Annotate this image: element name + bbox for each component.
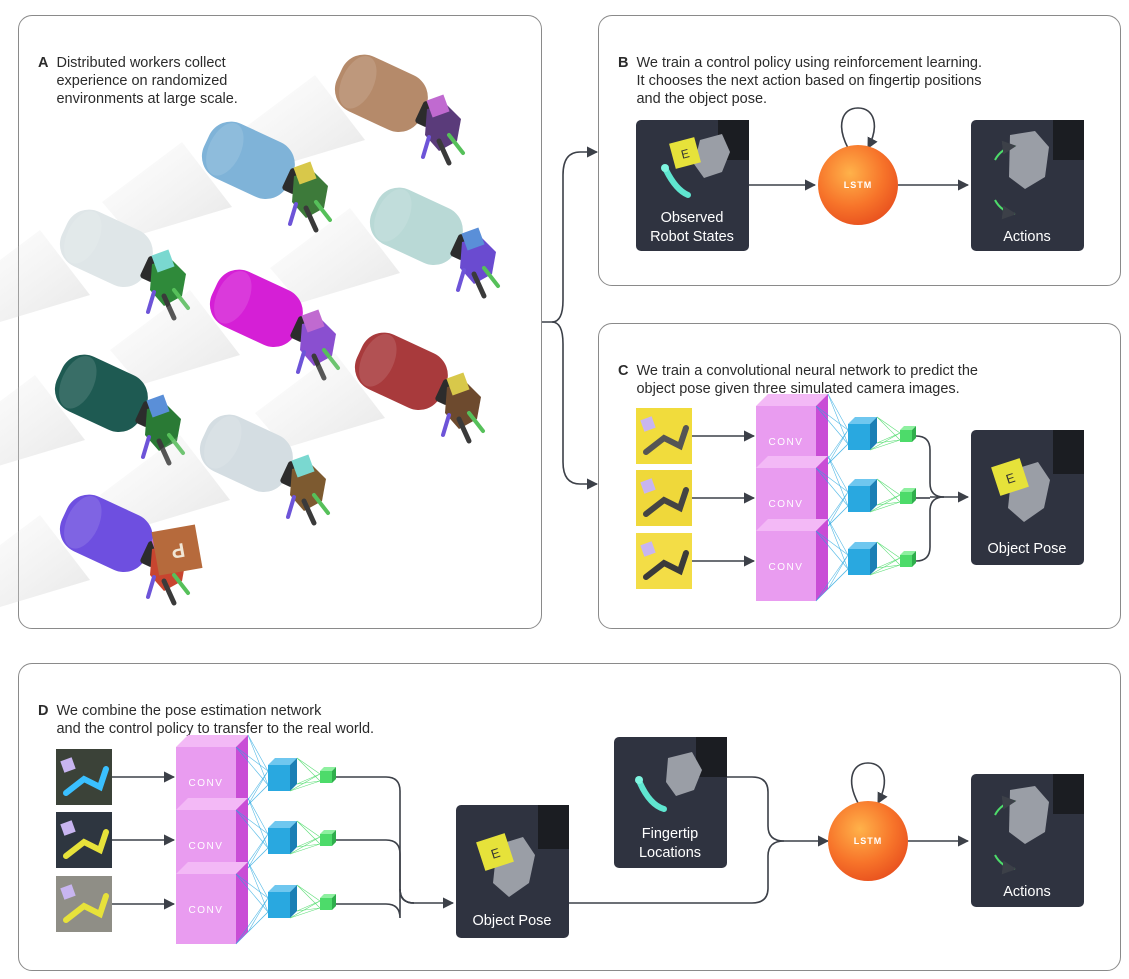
robot-arm	[235, 54, 465, 170]
fan-lines	[289, 757, 321, 792]
fan-lines	[815, 518, 849, 602]
object-pose-card-c: E Object Pose	[971, 430, 1084, 565]
observed-robot-states-card: E Observed Robot States	[636, 120, 749, 251]
fan-lines	[815, 455, 849, 539]
output-layer-block	[900, 488, 916, 504]
object-pose-card-d: E Object Pose	[456, 805, 569, 938]
lstm-node-b: LSTM	[818, 107, 898, 225]
lstm-node-d: LSTM	[828, 762, 908, 881]
lstm-label-d: LSTM	[854, 836, 883, 846]
dense-layer-block	[848, 417, 877, 450]
branch-connector	[542, 146, 599, 490]
camera-thumbnail	[56, 749, 112, 805]
object-pose-label-c: Object Pose	[988, 541, 1067, 557]
robot-arm	[100, 414, 330, 530]
conv-label: CONV	[769, 437, 804, 448]
actions-card-d: Actions	[971, 774, 1084, 907]
panel-b-title: B We train a control policy using reinfor…	[618, 36, 982, 108]
robot-hand-icon: E	[661, 120, 749, 198]
camera-thumbnail	[636, 470, 692, 526]
output-layer-block	[320, 830, 336, 846]
actions-label-b: Actions	[1003, 229, 1051, 245]
panel-c-text: We train a convolutional neural network …	[636, 363, 978, 397]
fan-lines	[235, 797, 269, 881]
fingertip-locations-card: Fingertip Locations	[614, 737, 727, 868]
merge-line	[336, 888, 415, 919]
panel-c-title: C We train a convolutional neural network…	[618, 344, 978, 398]
conv-row-3: CONV	[636, 518, 916, 602]
fan-lines	[289, 884, 321, 919]
camera-thumbnail	[56, 876, 112, 932]
merge-line	[915, 496, 945, 562]
panel-d-title: D We combine the pose estimation network …	[38, 684, 374, 738]
svg-text:E: E	[680, 146, 691, 162]
dense-layer-block	[848, 479, 877, 512]
conv-label: CONV	[769, 499, 804, 510]
panel-b-text: We train a control policy using reinforc…	[636, 55, 982, 107]
dense-layer-block	[268, 758, 297, 791]
conv-label: CONV	[189, 841, 224, 852]
output-layer-block	[900, 426, 916, 442]
object-pose-label-d: Object Pose	[473, 913, 552, 929]
conv-row-2: CONV	[56, 797, 336, 881]
panel-d-text: We combine the pose estimation network a…	[56, 703, 375, 737]
fan-lines	[869, 478, 901, 513]
camera-thumbnail	[636, 408, 692, 464]
fingertip-label-line2: Locations	[639, 845, 701, 861]
cnn-network-d: CONV CONV CONV	[56, 734, 455, 945]
camera-thumbnail	[636, 533, 692, 589]
dense-layer-block	[268, 885, 297, 918]
fingertip-label-line1: Fingertip	[642, 826, 698, 842]
lstm-loop-b	[840, 107, 878, 149]
robot-arm	[110, 269, 340, 385]
robot-arms-illustration: P	[0, 54, 500, 607]
panel-d-letter: D	[38, 703, 49, 719]
camera-thumbnail	[56, 812, 112, 868]
panel-a-text: Distributed workers collect experience o…	[56, 55, 238, 107]
cnn-network-c: CONV CONV CONV	[636, 393, 970, 602]
conv-label: CONV	[189, 905, 224, 916]
observed-label-line1: Observed	[661, 210, 724, 226]
robot-arm	[255, 332, 485, 448]
robot-arm	[102, 121, 332, 237]
output-layer-block	[320, 894, 336, 910]
dense-layer-block	[848, 542, 877, 575]
conv-layer-block: CONV	[176, 862, 248, 944]
robot-arm	[0, 354, 185, 466]
conv-layer-block: CONV	[756, 519, 828, 601]
lstm-loop-d	[850, 762, 888, 804]
letter-cube	[151, 524, 203, 576]
actions-label-d: Actions	[1003, 884, 1051, 900]
robot-arm	[270, 187, 500, 303]
svg-text:P: P	[170, 538, 187, 562]
panel-b-letter: B	[618, 55, 629, 71]
panel-c-letter: C	[618, 363, 629, 379]
robot-arm	[0, 209, 190, 322]
conv-row-3: CONV	[56, 861, 336, 945]
conv-label: CONV	[769, 562, 804, 573]
output-layer-block	[320, 767, 336, 783]
observed-label-line2: Robot States	[650, 229, 734, 245]
conv-label: CONV	[189, 778, 224, 789]
fan-lines	[869, 541, 901, 576]
merge-line	[915, 435, 945, 498]
actions-card-b: Actions	[971, 120, 1084, 251]
lstm-label-b: LSTM	[844, 180, 873, 190]
fan-lines	[289, 820, 321, 855]
panel-a-letter: A	[38, 55, 49, 71]
fan-lines	[869, 416, 901, 451]
merge-connectors-d	[569, 776, 830, 904]
dense-layer-block	[268, 821, 297, 854]
fan-lines	[235, 861, 269, 945]
merge-line	[336, 839, 415, 904]
output-layer-block	[900, 551, 916, 567]
panel-a-title: A Distributed workers collect experience …	[38, 36, 238, 108]
